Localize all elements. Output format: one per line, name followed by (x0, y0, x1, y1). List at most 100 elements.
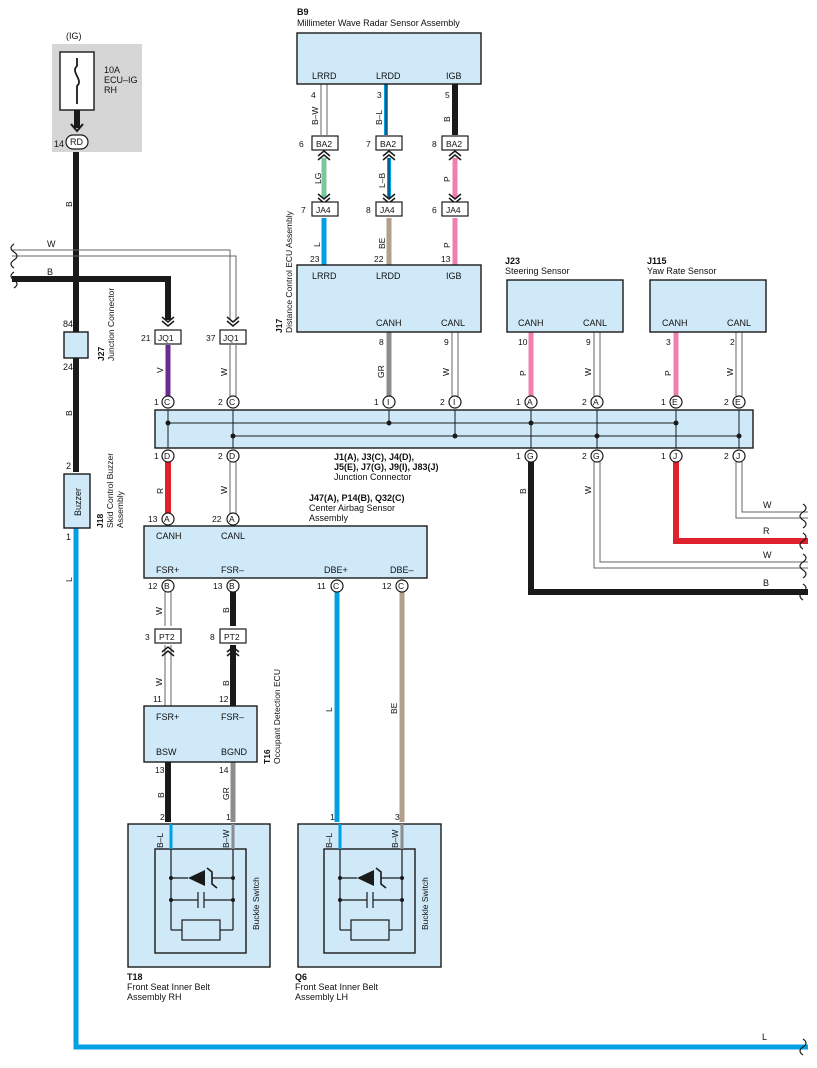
jc-bot-num-5: 1 (661, 451, 666, 461)
break-b-left (10, 271, 18, 289)
wire-label-lg: LG (313, 173, 323, 184)
occupant-term-fsrm: FSR– (221, 712, 244, 722)
steering-box (506, 279, 624, 333)
wire-label-r-jc: R (155, 488, 165, 494)
ba2-chevron-icon-2 (382, 150, 396, 161)
wire-label-b-jc: B (518, 488, 528, 494)
buzzer-pin-top: 2 (66, 461, 71, 471)
wire-label-right-w2: W (763, 550, 772, 560)
pt2-label-2: PT2 (224, 632, 240, 642)
occupant-box (143, 705, 258, 763)
airbag-bot-pin-2 (226, 579, 240, 593)
airbag-top-num-1: 13 (148, 514, 158, 524)
belt-rh-wire-l: B–L (155, 833, 165, 848)
junction-top-pins: C 1 C 2 I 1 I 2 A 1 A 2 E 1 E 2 (154, 395, 746, 409)
ja4-label-3: JA4 (446, 205, 461, 215)
occupant-code: T16 (262, 749, 272, 764)
ja4-conn-3 (441, 201, 469, 217)
distance-control-ecu: 23 22 13 LRRD LRDD IGB CANH CANL J17 Dis… (274, 210, 482, 378)
ecu-term-lrrd: LRRD (312, 271, 337, 281)
belt-rh-box (127, 823, 271, 968)
jc-top-num-4: 2 (440, 397, 445, 407)
yaw-term-canh: CANH (662, 318, 688, 328)
jc-top-pin-8 (732, 395, 746, 409)
wire-label-bottom-l: L (762, 1032, 767, 1042)
dot-7 (673, 420, 679, 426)
jc-top-pin-2 (226, 395, 240, 409)
break-r (799, 532, 807, 550)
jc-top-pin-4 (448, 395, 462, 409)
airbag-bot-pin-3 (330, 579, 344, 593)
j27-code: J27 (96, 347, 106, 361)
wire-w-right2-a (593, 462, 808, 569)
belt-rh-name-2: Assembly RH (127, 992, 182, 1002)
center-airbag-sensor: J47(A), P14(B), Q32(C) Center Airbag Sen… (143, 493, 428, 714)
belt-lh-pin-r: 3 (395, 812, 400, 822)
wire-label-p-ja4: P (442, 242, 452, 248)
jc-top-letter-3: I (387, 397, 389, 407)
airbag-top-num-2: 22 (212, 514, 222, 524)
jc-top-num-6: 2 (582, 397, 587, 407)
belt-rh-code: T18 (127, 972, 143, 982)
pt2-label-1: PT2 (159, 632, 175, 642)
buzzer-name-1: Skid Control Buzzer (105, 453, 115, 528)
belt-lh-box (297, 823, 442, 968)
jc-top-pin-3 (382, 395, 396, 409)
airbag-name-1: Center Airbag Sensor (309, 503, 395, 513)
wire-w-top-b (12, 255, 237, 320)
ba2-chevron-icon-3 (448, 150, 462, 161)
fuse-rating: 10A (104, 65, 120, 75)
belt-assembly-rh: 2 1 B–L B–W Buckle Switch T18 Front Seat… (127, 812, 271, 1002)
wire-label-buzzer-l: L (64, 577, 74, 582)
fuse-name-2: RH (104, 85, 117, 95)
jq1-conn-1 (154, 329, 182, 345)
wire-label-w-fsr: W (154, 607, 164, 615)
jc-bot-num-3: 1 (516, 451, 521, 461)
occupant-pin-fsrm: 12 (219, 694, 229, 704)
ja4-pin-3: 6 (432, 205, 437, 215)
wire-label-w-ecu: W (441, 368, 451, 376)
airbag-term-fsrm: FSR– (221, 565, 244, 575)
airbag-bot-pin-4 (395, 579, 409, 593)
j27-name: Junction Connector (106, 288, 116, 361)
belt-rh-wire-r: B–W (221, 830, 231, 848)
wire-label-w-steer: W (583, 368, 593, 376)
jc-bot-num-6: 2 (724, 451, 729, 461)
wire-label-gr-bgnd: GR (221, 787, 231, 800)
jc-bot-letter-6: J (736, 451, 740, 461)
ecu-pin-lrdd: 22 (374, 254, 384, 264)
buzzer-assembly: Buzzer 2 1 J18 Skid Control Buzzer Assem… (63, 453, 125, 542)
yaw-box (649, 279, 767, 333)
wire-b-right (528, 462, 808, 595)
pt2-pin-1: 3 (145, 632, 150, 642)
steering-name: Steering Sensor (505, 266, 570, 276)
wire-w-top-a (12, 249, 231, 320)
steering-pin-canl: 9 (586, 337, 591, 347)
buzzer-box (63, 473, 91, 529)
airbag-bot-num-1: 12 (148, 581, 158, 591)
airbag-bot-letter-3: C (333, 581, 339, 591)
pt2-chevron-icon-1 (161, 646, 175, 657)
ba2-conn-1 (311, 135, 339, 151)
occupant-detection-ecu: 11 12 FSR+ FSR– BSW BGND T16 Occupant De… (143, 669, 282, 800)
dot-4 (452, 433, 458, 439)
belt-lh-name-2: Assembly LH (295, 992, 348, 1002)
airbag-bot-pin-1 (161, 579, 175, 593)
wire-buzzer-l (73, 528, 808, 1050)
ba2-label-1: BA2 (316, 139, 332, 149)
dot-3 (386, 420, 392, 426)
wires (12, 84, 808, 1050)
occupant-pin-bgnd: 14 (219, 765, 229, 775)
jc-top-pin-7 (669, 395, 683, 409)
wire-label-w-jc-g: W (583, 486, 593, 494)
jc-bot-letter-3: G (527, 451, 534, 461)
wire-label-right-r: R (763, 526, 770, 536)
jc-bot-letter-4: G (593, 451, 600, 461)
belt-rh-pin-l: 2 (160, 812, 165, 822)
ja4-pin-1: 7 (301, 205, 306, 215)
break-l (799, 1038, 807, 1056)
belt-lh-zener-bar (375, 867, 387, 889)
break-w2 (799, 553, 807, 579)
left-breaks (10, 243, 18, 289)
